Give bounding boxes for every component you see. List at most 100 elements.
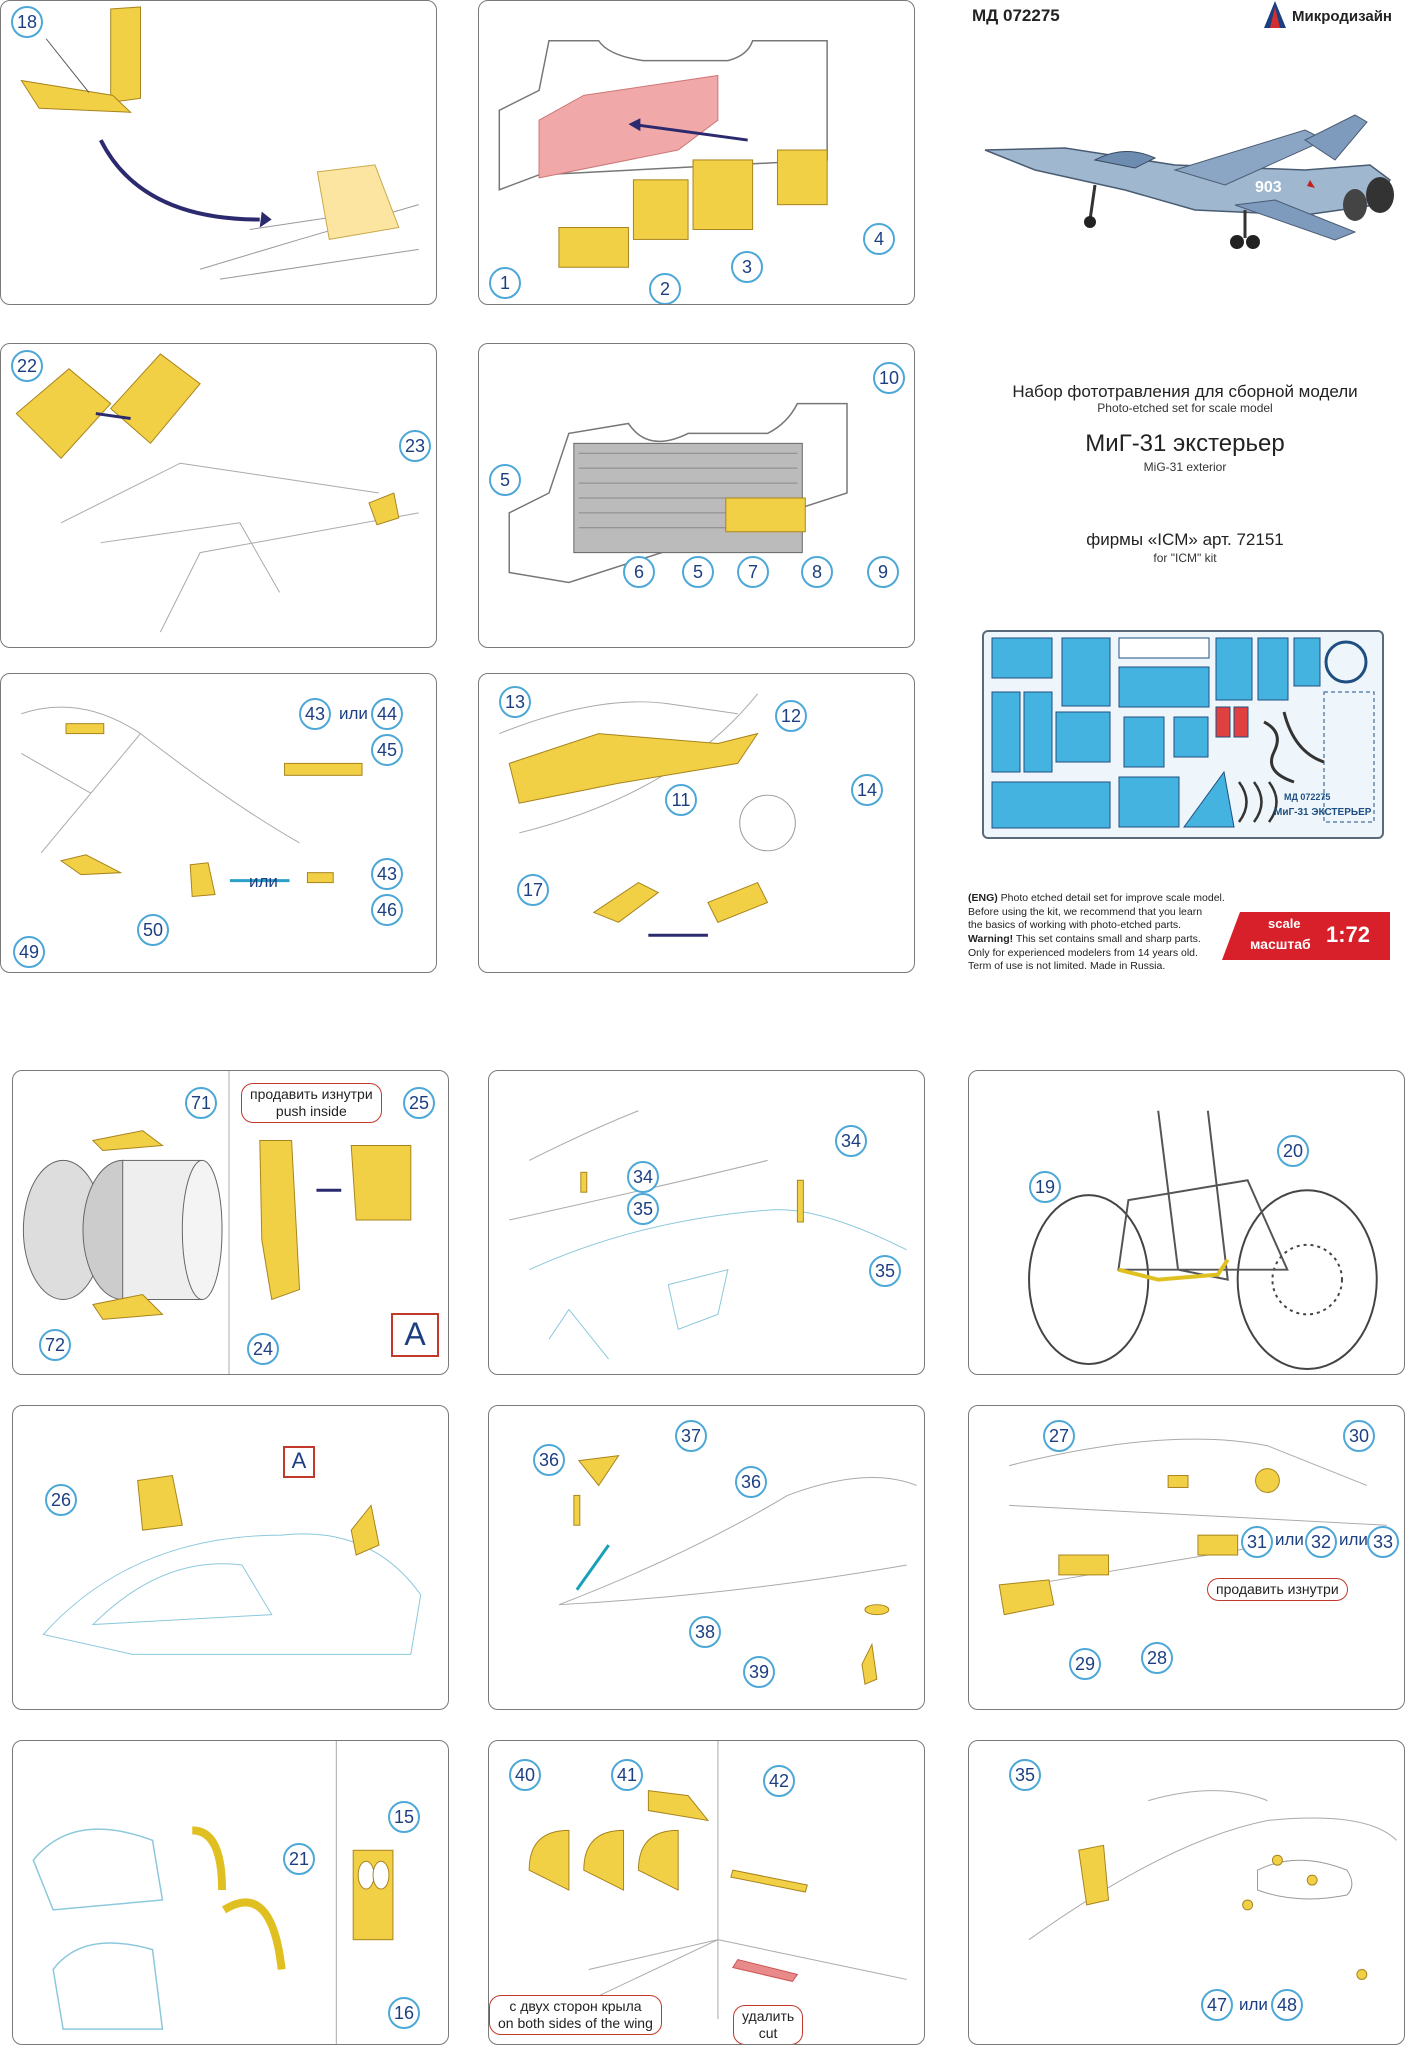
- callout-8: 8: [801, 556, 833, 588]
- callout-34-left: 34: [627, 1161, 659, 1193]
- callout-24: 24: [247, 1333, 279, 1365]
- callout-26: 26: [45, 1484, 77, 1516]
- callout-1: 1: [489, 267, 521, 299]
- callout-25: 25: [403, 1087, 435, 1119]
- callout-10: 10: [873, 362, 905, 394]
- model-ru: МиГ-31 экстерьер: [1085, 430, 1285, 457]
- view-a-marker: A: [391, 1313, 439, 1357]
- scale-badge: scale масштаб 1:72: [1222, 912, 1390, 960]
- callout-37: 37: [675, 1420, 707, 1452]
- disclaimer-line3: the basics of working with photo-etched …: [968, 919, 1182, 932]
- callout-2: 2: [649, 273, 681, 304]
- callout-18: 18: [11, 6, 43, 38]
- fret-name: МиГ-31 ЭКСТЕРЬЕР: [1274, 807, 1372, 818]
- scale-value: 1:72: [1326, 922, 1371, 947]
- brand-name: Микродизайн: [1292, 8, 1392, 25]
- push-inside-en: push inside: [275, 1102, 347, 1119]
- or-label: или: [1275, 1530, 1304, 1549]
- step-panel-12: 27 30 31 или 32 или 33 продавить изнутри…: [968, 1405, 1405, 1710]
- callout-32: 32: [1305, 1526, 1337, 1558]
- fret-code: МД 072275: [1284, 792, 1331, 802]
- step-panel-3: 22 23: [0, 343, 437, 648]
- cut-en: cut: [758, 2024, 778, 2041]
- callout-38: 38: [689, 1616, 721, 1648]
- callout-5-right: 5: [682, 556, 714, 588]
- callout-6: 6: [623, 556, 655, 588]
- callout-14: 14: [851, 774, 883, 806]
- disclaimer-line4: This set contains small and sharp parts.: [1015, 932, 1201, 945]
- callout-44: 44: [371, 698, 403, 730]
- cut-ru: удалить: [742, 2008, 795, 2024]
- callout-23: 23: [399, 430, 431, 462]
- brand-logo-icon: [1264, 1, 1286, 28]
- article-number: МД 072275: [972, 6, 1060, 25]
- callout-7: 7: [737, 556, 769, 588]
- photo-etch-fret: МД 072275 МиГ-31 ЭКСТЕРЬЕР: [982, 630, 1384, 839]
- or-label: или: [1239, 1995, 1268, 2014]
- callout-48: 48: [1271, 1989, 1303, 2021]
- callout-50: 50: [137, 914, 169, 946]
- disclaimer-line6: Term of use is not limited. Made in Russ…: [968, 960, 1166, 973]
- callout-42: 42: [763, 1765, 795, 1797]
- disclaimer-line1: Photo etched detail set for improve scal…: [1000, 892, 1225, 904]
- callout-13: 13: [499, 686, 531, 718]
- or-label: или: [1339, 1530, 1368, 1549]
- callout-3: 3: [731, 251, 763, 283]
- both-sides-ru: с двух сторон крыла: [509, 1998, 642, 2014]
- step-panel-15: 35 47 или 48: [968, 1740, 1405, 2045]
- callout-22: 22: [11, 350, 43, 382]
- scale-ru: масштаб: [1250, 936, 1311, 952]
- push-inside-note: продавить изнутри: [1207, 1578, 1348, 1601]
- disclaimer-line2: Before using the kit, we recommend that …: [968, 905, 1203, 918]
- or-label: или: [249, 872, 278, 891]
- callout-39: 39: [743, 1656, 775, 1688]
- callout-33: 33: [1367, 1526, 1399, 1558]
- callout-36-right: 36: [735, 1466, 767, 1498]
- step-panel-10: 26 A: [12, 1405, 449, 1710]
- callout-30: 30: [1343, 1420, 1375, 1452]
- callout-40: 40: [509, 1759, 541, 1791]
- step-panel-1: 18: [0, 0, 437, 305]
- view-a-marker: A: [283, 1446, 315, 1478]
- disclaimer-lang: (ENG): [968, 892, 998, 904]
- step-panel-2: 1 2 3 4: [478, 0, 915, 305]
- callout-35: 35: [1009, 1759, 1041, 1791]
- scale-en: scale: [1268, 916, 1301, 931]
- both-sides-en: on both sides of the wing: [498, 2014, 653, 2031]
- callout-17: 17: [517, 874, 549, 906]
- aircraft-number: 903: [1255, 179, 1282, 196]
- callout-15: 15: [388, 1801, 420, 1833]
- or-label: или: [339, 704, 368, 723]
- title-en: Photo-etched set for scale model: [1097, 401, 1273, 415]
- step-panel-11: 37 36 36 38 39: [488, 1405, 925, 1710]
- callout-31: 31: [1241, 1526, 1273, 1558]
- callout-16: 16: [388, 1997, 420, 2029]
- disclaimer-warning: Warning!: [968, 932, 1014, 945]
- callout-35-right: 35: [869, 1255, 901, 1287]
- step-panel-13: 15 21 16: [12, 1740, 449, 2045]
- callout-47: 47: [1201, 1989, 1233, 2021]
- callout-41: 41: [611, 1759, 643, 1791]
- kit-ru: фирмы «ICM» арт. 72151: [1086, 530, 1284, 549]
- callout-43-bottom: 43: [371, 858, 403, 890]
- callout-11: 11: [665, 784, 697, 816]
- callout-28: 28: [1141, 1642, 1173, 1674]
- aircraft-photo: 903: [984, 114, 1394, 249]
- callout-46: 46: [371, 894, 403, 926]
- step-panel-8: 34 35 34 35: [488, 1070, 925, 1375]
- title-ru: Набор фототравления для сборной модели: [1012, 382, 1358, 401]
- callout-36-left: 36: [533, 1444, 565, 1476]
- callout-45: 45: [371, 734, 403, 766]
- callout-20: 20: [1277, 1135, 1309, 1167]
- step-panel-9: 19 20: [968, 1070, 1405, 1375]
- push-inside-ru: продавить изнутри: [1216, 1581, 1339, 1597]
- callout-72: 72: [39, 1329, 71, 1361]
- callout-4: 4: [863, 223, 895, 255]
- callout-49: 49: [13, 936, 45, 968]
- callout-21: 21: [283, 1843, 315, 1875]
- step-panel-4: 10 5 6 5 7 8 9: [478, 343, 915, 648]
